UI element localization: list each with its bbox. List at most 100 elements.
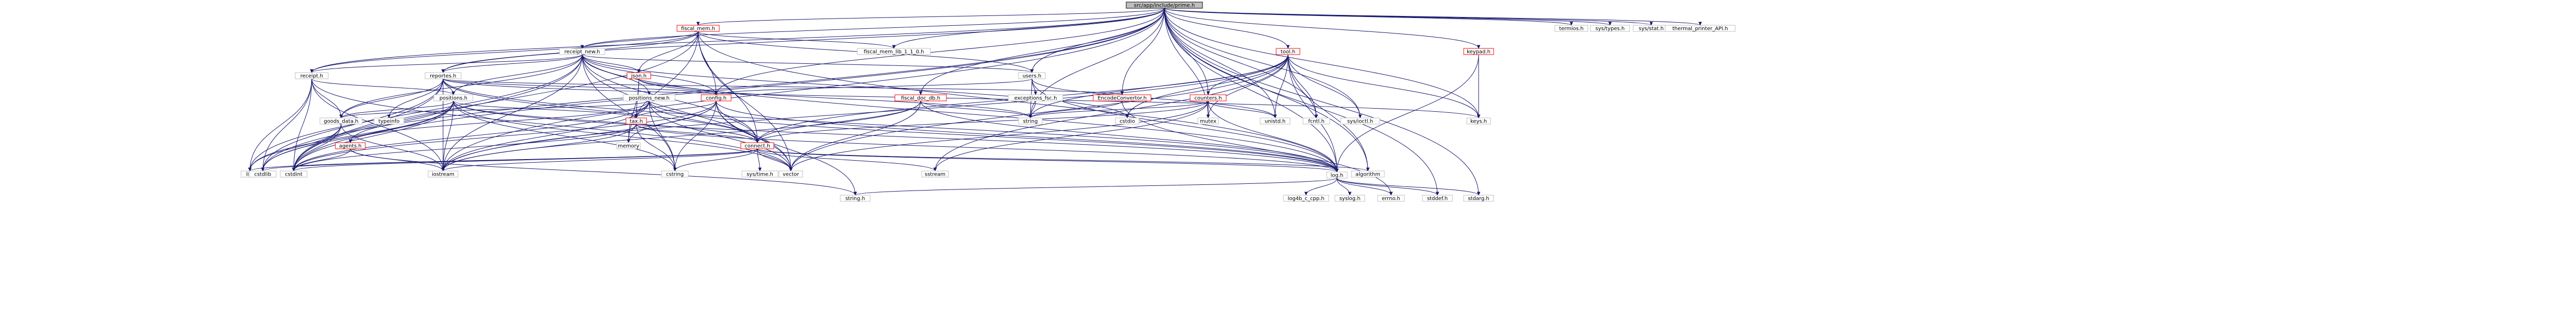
node-mutex[interactable]: mutex [1197, 117, 1219, 125]
edge-counters-h-to-unistd-h [1208, 100, 1275, 118]
node-fiscal-doc-db-h[interactable]: fiscal_doc_db.h [894, 94, 947, 101]
node-receipt-new-h[interactable]: receipt_new.h [559, 48, 605, 55]
node-sys-stat-h[interactable]: sys/stat.h [1633, 25, 1670, 32]
edge-root-to-iostream [443, 8, 1165, 171]
node-stdarg-h[interactable]: stdarg.h [1463, 195, 1494, 202]
node-label: sys/stat.h [1639, 26, 1664, 32]
node-vector[interactable]: vector [778, 170, 803, 178]
edge-receipt-new-h-to-reports-h [443, 54, 583, 73]
node-sstream[interactable]: sstream [921, 170, 949, 178]
node-label: sys/types.h [1596, 26, 1625, 32]
node-label: syslog.h [1339, 196, 1360, 202]
edge-receipt-new-h-to-receipt-h [312, 54, 583, 73]
node-box [1590, 25, 1630, 32]
edge-fiscal-mem-h-to-json-h [639, 31, 699, 73]
edge-fiscal-mem-h-to-receipt-h [312, 31, 699, 73]
node-log4b-c-cpp-h[interactable]: log4b_c_cpp.h [1283, 195, 1329, 202]
edge-receipt-h-to-cstdlib [263, 78, 312, 171]
node-algorithm[interactable]: algorithm [1351, 170, 1385, 178]
node-box [1283, 195, 1329, 202]
node-sys-time-h[interactable]: sys/time.h [741, 170, 778, 178]
edge-connect-h-to-cstdint [294, 148, 758, 171]
node-cstdint[interactable]: cstdint [280, 170, 308, 178]
edge-receipt-new-h-to-list [250, 54, 583, 171]
edge-connect-h-to-sstream [757, 148, 935, 171]
node-box [1126, 2, 1203, 9]
edge-json-h-to-config-h [638, 78, 716, 95]
node-label: stddef.h [1427, 196, 1448, 202]
edge-config-h-to-cstring [675, 100, 717, 171]
node-string[interactable]: string [1018, 117, 1043, 125]
node-connect-h[interactable]: connect.h [740, 142, 774, 149]
node-keypad-h[interactable]: keypad.h [1463, 48, 1494, 55]
node-box [840, 195, 871, 202]
node-box [778, 170, 803, 178]
node-label: typeinfo [378, 119, 399, 125]
node-box [623, 94, 675, 101]
node-box [857, 48, 931, 55]
node-string-h[interactable]: string.h [840, 195, 871, 202]
edge-tool-h-to-fcntl-h [1287, 54, 1316, 118]
node-fcntl-h[interactable]: fcntl.h [1302, 117, 1330, 125]
node-box [1665, 25, 1736, 32]
node-fiscal-mem-h[interactable]: fiscal_mem.h [676, 25, 720, 32]
node-box [249, 170, 277, 178]
node-fiscal-mem-lib-h[interactable]: fiscal_mem_lib_1_1_0.h [857, 48, 931, 55]
node-exceptions-h[interactable]: exceptions_fsc.h [1008, 94, 1063, 101]
edge-positions-new-h-to-iostream [443, 100, 650, 171]
node-iostream[interactable]: iostream [428, 170, 459, 178]
edge-positions-h-to-log-h [453, 100, 1337, 172]
edge-fiscal-doc-db-h-to-string [920, 100, 1030, 118]
edge-root-to-fiscal-doc-db-h [921, 8, 1165, 95]
node-label: errno.h [1382, 196, 1400, 202]
node-cstdlib[interactable]: cstdlib [249, 170, 277, 178]
node-memory[interactable]: memory [616, 142, 641, 149]
node-label: tool.h [1281, 49, 1295, 55]
node-cstdio[interactable]: cstdio [1115, 117, 1140, 125]
node-sys-types-h[interactable]: sys/types.h [1590, 25, 1630, 32]
node-goods-data-h[interactable]: goods_data.h [319, 117, 363, 125]
edge-root-to-keys-h [1164, 8, 1479, 118]
edge-fiscal-mem-h-to-vector [698, 31, 791, 171]
node-label: fiscal_doc_db.h [901, 96, 940, 101]
edge-root-to-log-h [1164, 8, 1337, 172]
node-errno-h[interactable]: errno.h [1377, 195, 1405, 202]
node-users-h[interactable]: users.h [1018, 72, 1046, 79]
node-positions-new-h[interactable]: positions_new.h [623, 94, 675, 101]
edge-counters-h-to-connect-h [757, 100, 1209, 143]
edge-goods-data-h-to-list [250, 124, 342, 171]
node-label: string [1023, 119, 1038, 125]
node-unistd-h[interactable]: unistd.h [1260, 117, 1291, 125]
node-terminio-h[interactable]: termios.h [1554, 25, 1588, 32]
node-config-h[interactable]: config.h [701, 94, 732, 101]
node-stddef-h[interactable]: stddef.h [1422, 195, 1453, 202]
node-counters-h[interactable]: counters.h [1190, 94, 1227, 101]
edge-root-to-unistd-h [1164, 8, 1275, 118]
edge-tool-h-to-mutex [1208, 54, 1289, 118]
node-receipt-h[interactable]: receipt.h [295, 72, 329, 79]
node-syslog-h[interactable]: syslog.h [1334, 195, 1365, 202]
edge-counters-h-to-string [1030, 100, 1209, 118]
node-typeinfo[interactable]: typeinfo [374, 117, 404, 125]
node-box [1115, 117, 1140, 125]
node-thermal-printer-api-h[interactable]: thermal_printer_API.h [1665, 25, 1736, 32]
node-label: sys/time.h [747, 172, 773, 178]
node-root[interactable]: src/app/include/prime.h [1126, 2, 1203, 9]
node-keys-h[interactable]: keys.h [1466, 117, 1491, 125]
node-cstring[interactable]: cstring [661, 170, 689, 178]
node-agents-h[interactable]: agents.h [335, 142, 366, 149]
edge-goods-data-h-to-cstdint [294, 124, 342, 171]
node-encodeconvertor-h[interactable]: EncodeConvertor.h [1093, 94, 1151, 101]
node-label: EncodeConvertor.h [1097, 96, 1146, 101]
node-tax-h[interactable]: tax.h [625, 117, 647, 125]
edge-root-to-cstdint [294, 8, 1165, 171]
edge-positions-new-h-to-vector [649, 100, 791, 171]
node-box [701, 94, 732, 101]
node-log-h[interactable]: log.h [1326, 171, 1348, 179]
edge-tool-h-to-iostream [443, 54, 1289, 171]
node-tool-h[interactable]: tool.h [1276, 48, 1300, 55]
node-positions-h[interactable]: positions.h [433, 94, 473, 101]
node-reports-h[interactable]: reportes.h [425, 72, 462, 79]
node-json-h[interactable]: json.h [626, 72, 651, 79]
node-sys-ioctl-h[interactable]: sys/ioctl.h [1340, 117, 1380, 125]
